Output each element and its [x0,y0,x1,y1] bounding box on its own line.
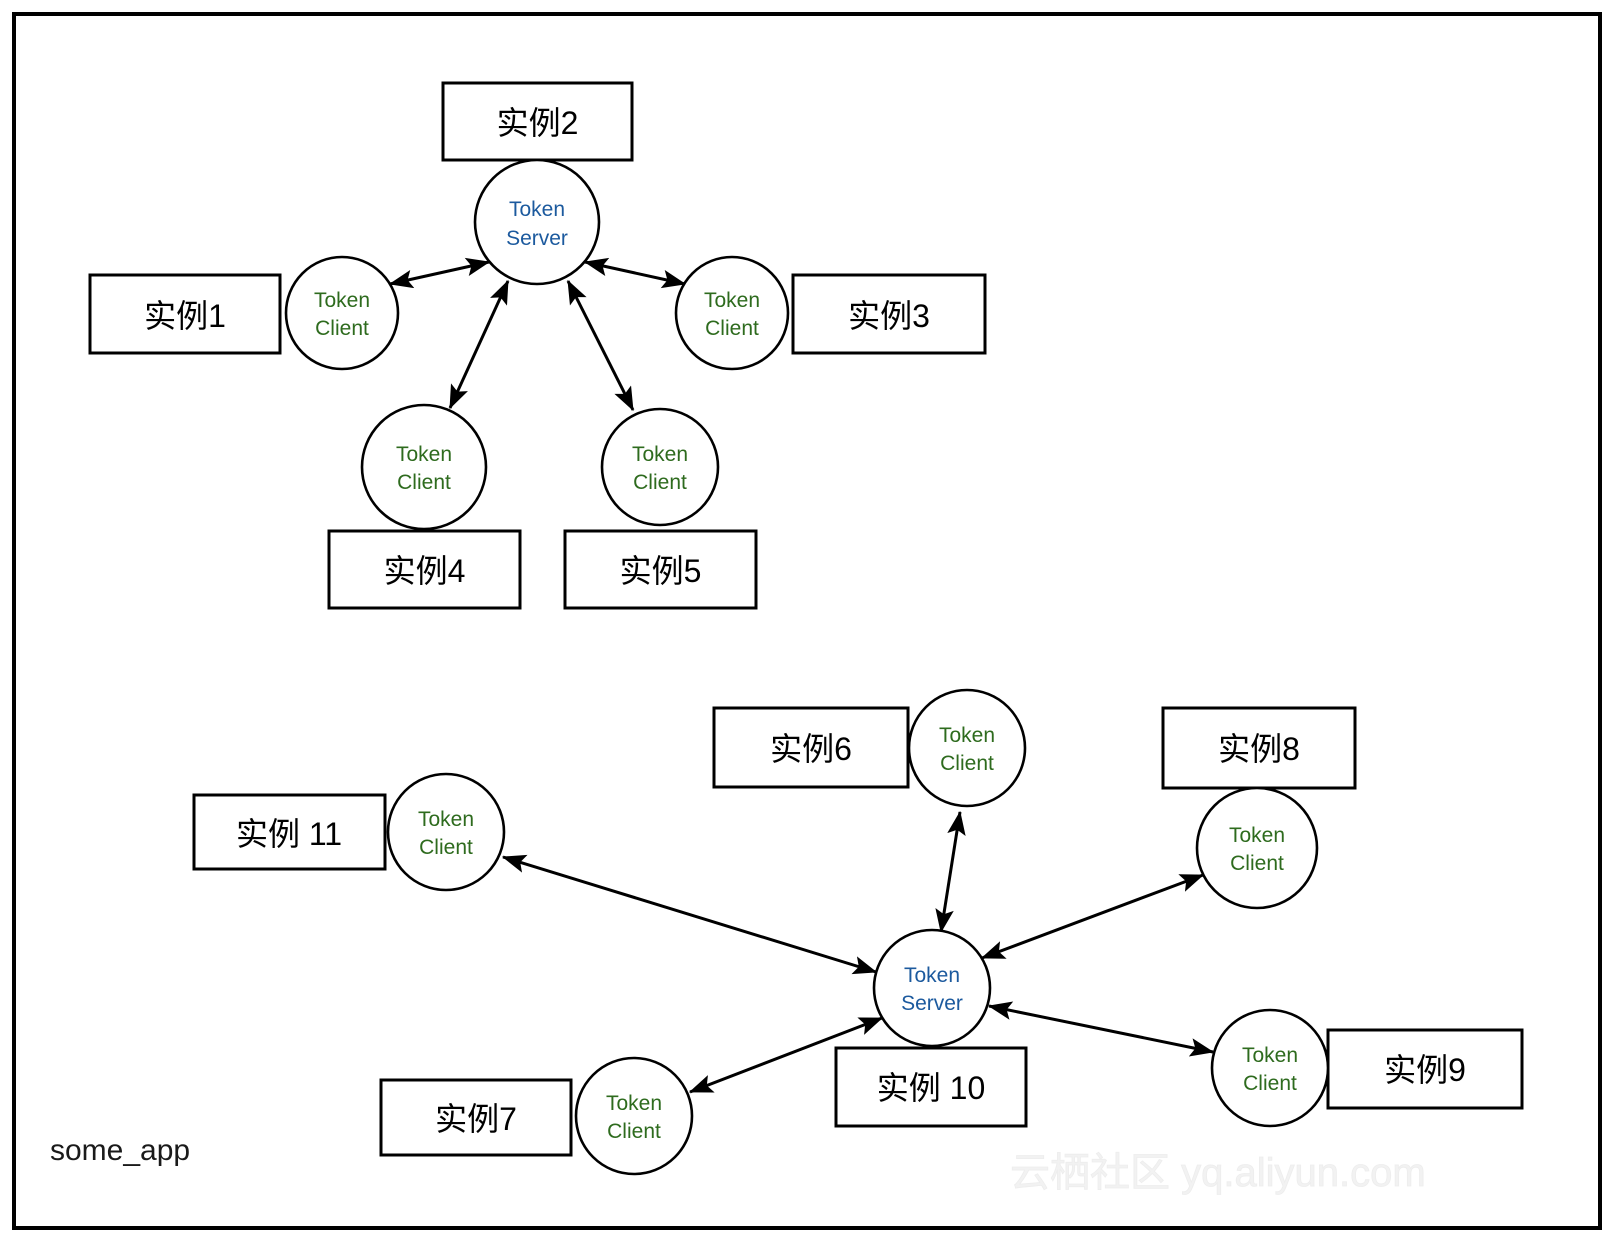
edge-server-bottom-to-client-7 [688,1016,884,1094]
edge-server-top-to-client-1 [388,257,491,289]
instance-box-8-label: 实例8 [1218,731,1300,767]
token-server-bottom-label-line1: Token [904,964,960,987]
edge-server-bottom-to-client-11 [501,854,878,975]
token-client-7-label-line2: Client [607,1120,661,1143]
instance-box-4-group[interactable]: 实例4 [327,529,522,610]
instance-box-2[interactable] [441,81,634,162]
instance-box-7-label: 实例7 [435,1101,517,1137]
instance-box-9[interactable] [1326,1028,1524,1110]
token-server-bottom-label-line2: Server [901,992,963,1015]
token-client-8-group[interactable]: Token Client [1195,786,1319,910]
token-client-4[interactable] [600,407,720,527]
token-server-top-label-line1: Token [509,198,565,221]
token-server-top-group[interactable]: Token Server [473,158,601,286]
token-client-8[interactable] [1195,786,1319,910]
instance-box-3[interactable] [791,273,987,355]
token-client-9-group[interactable]: Token Client [1210,1008,1330,1128]
instance-box-5-group[interactable]: 实例5 [563,529,758,610]
token-server-top-label-line2: Server [506,227,568,250]
instance-box-5[interactable] [563,529,758,610]
watermark-label: 云栖社区 yq.aliyun.com [1010,1151,1426,1195]
instance-box-11-label: 实例 11 [236,816,342,852]
edges-top-cluster [388,257,687,412]
token-client-1[interactable] [284,255,400,371]
token-client-1-label-line2: Client [315,317,369,340]
token-client-9-label-line1: Token [1242,1044,1298,1067]
edge-server-bottom-to-client-8 [980,873,1205,960]
token-client-2-label-line2: Client [705,317,759,340]
token-client-4-label-line1: Token [632,443,688,466]
token-client-2[interactable] [674,255,790,371]
token-client-2-label-line1: Token [704,289,760,312]
token-client-9-label-line2: Client [1243,1072,1297,1095]
edge-server-bottom-to-client-6 [935,810,966,934]
token-client-3-group[interactable]: Token Client [360,403,488,531]
instance-box-6[interactable] [712,706,910,789]
instance-box-8[interactable] [1161,706,1357,790]
instance-box-11[interactable] [192,793,387,871]
edges-bottom-cluster [501,810,1215,1094]
diagram-border [12,12,1602,1230]
token-client-6-label-line1: Token [939,724,995,747]
edge-server-top-to-client-2 [583,257,687,289]
instance-box-10[interactable] [834,1046,1028,1128]
token-client-3[interactable] [360,403,488,531]
instance-box-11-group[interactable]: 实例 11 [192,793,387,871]
edge-server-top-to-client-3 [448,279,510,410]
token-server-bottom-group[interactable]: Token Server [872,928,992,1048]
token-client-2-group[interactable]: Token Client [674,255,790,371]
token-client-11-label-line1: Token [418,808,474,831]
instance-box-7[interactable] [379,1078,573,1157]
instance-box-1-group[interactable]: 实例1 [88,273,282,355]
instance-box-5-label: 实例5 [620,553,702,589]
instance-box-2-group[interactable]: 实例2 [441,81,634,162]
instance-box-4-label: 实例4 [384,553,466,589]
token-client-6-label-line2: Client [940,752,994,775]
instance-box-10-group[interactable]: 实例 10 [834,1046,1028,1128]
instance-box-1-label: 实例1 [144,298,226,334]
instance-box-1[interactable] [88,273,282,355]
token-client-4-group[interactable]: Token Client [600,407,720,527]
token-client-6-group[interactable]: Token Client [907,688,1027,808]
token-client-7[interactable] [574,1056,694,1176]
edge-server-bottom-to-client-9 [987,1001,1215,1057]
app-name-label: some_app [50,1134,190,1167]
token-server-bottom[interactable] [872,928,992,1048]
token-client-11-group[interactable]: Token Client [386,772,506,892]
token-client-8-label-line1: Token [1229,824,1285,847]
token-client-7-label-line1: Token [606,1092,662,1115]
token-client-1-group[interactable]: Token Client [284,255,400,371]
token-client-4-label-line2: Client [633,471,687,494]
edge-server-top-to-client-4 [566,279,635,412]
token-client-3-label-line2: Client [397,471,451,494]
token-client-7-group[interactable]: Token Client [574,1056,694,1176]
instance-box-10-label: 实例 10 [877,1070,986,1106]
token-client-6[interactable] [907,688,1027,808]
instance-box-4[interactable] [327,529,522,610]
instance-box-3-group[interactable]: 实例3 [791,273,987,355]
token-client-1-label-line1: Token [314,289,370,312]
instance-box-9-label: 实例9 [1384,1052,1466,1088]
instance-box-6-label: 实例6 [770,731,852,767]
token-client-11[interactable] [386,772,506,892]
instance-box-6-group[interactable]: 实例6 [712,706,910,789]
instance-box-3-label: 实例3 [848,298,930,334]
instance-box-9-group[interactable]: 实例9 [1326,1028,1524,1110]
instance-box-8-group[interactable]: 实例8 [1161,706,1357,790]
token-client-9[interactable] [1210,1008,1330,1128]
token-client-3-label-line1: Token [396,443,452,466]
instance-box-2-label: 实例2 [497,105,579,141]
instance-box-7-group[interactable]: 实例7 [379,1078,573,1157]
token-server-top[interactable] [473,158,601,286]
token-client-11-label-line2: Client [419,836,473,859]
token-client-8-label-line2: Client [1230,852,1284,875]
